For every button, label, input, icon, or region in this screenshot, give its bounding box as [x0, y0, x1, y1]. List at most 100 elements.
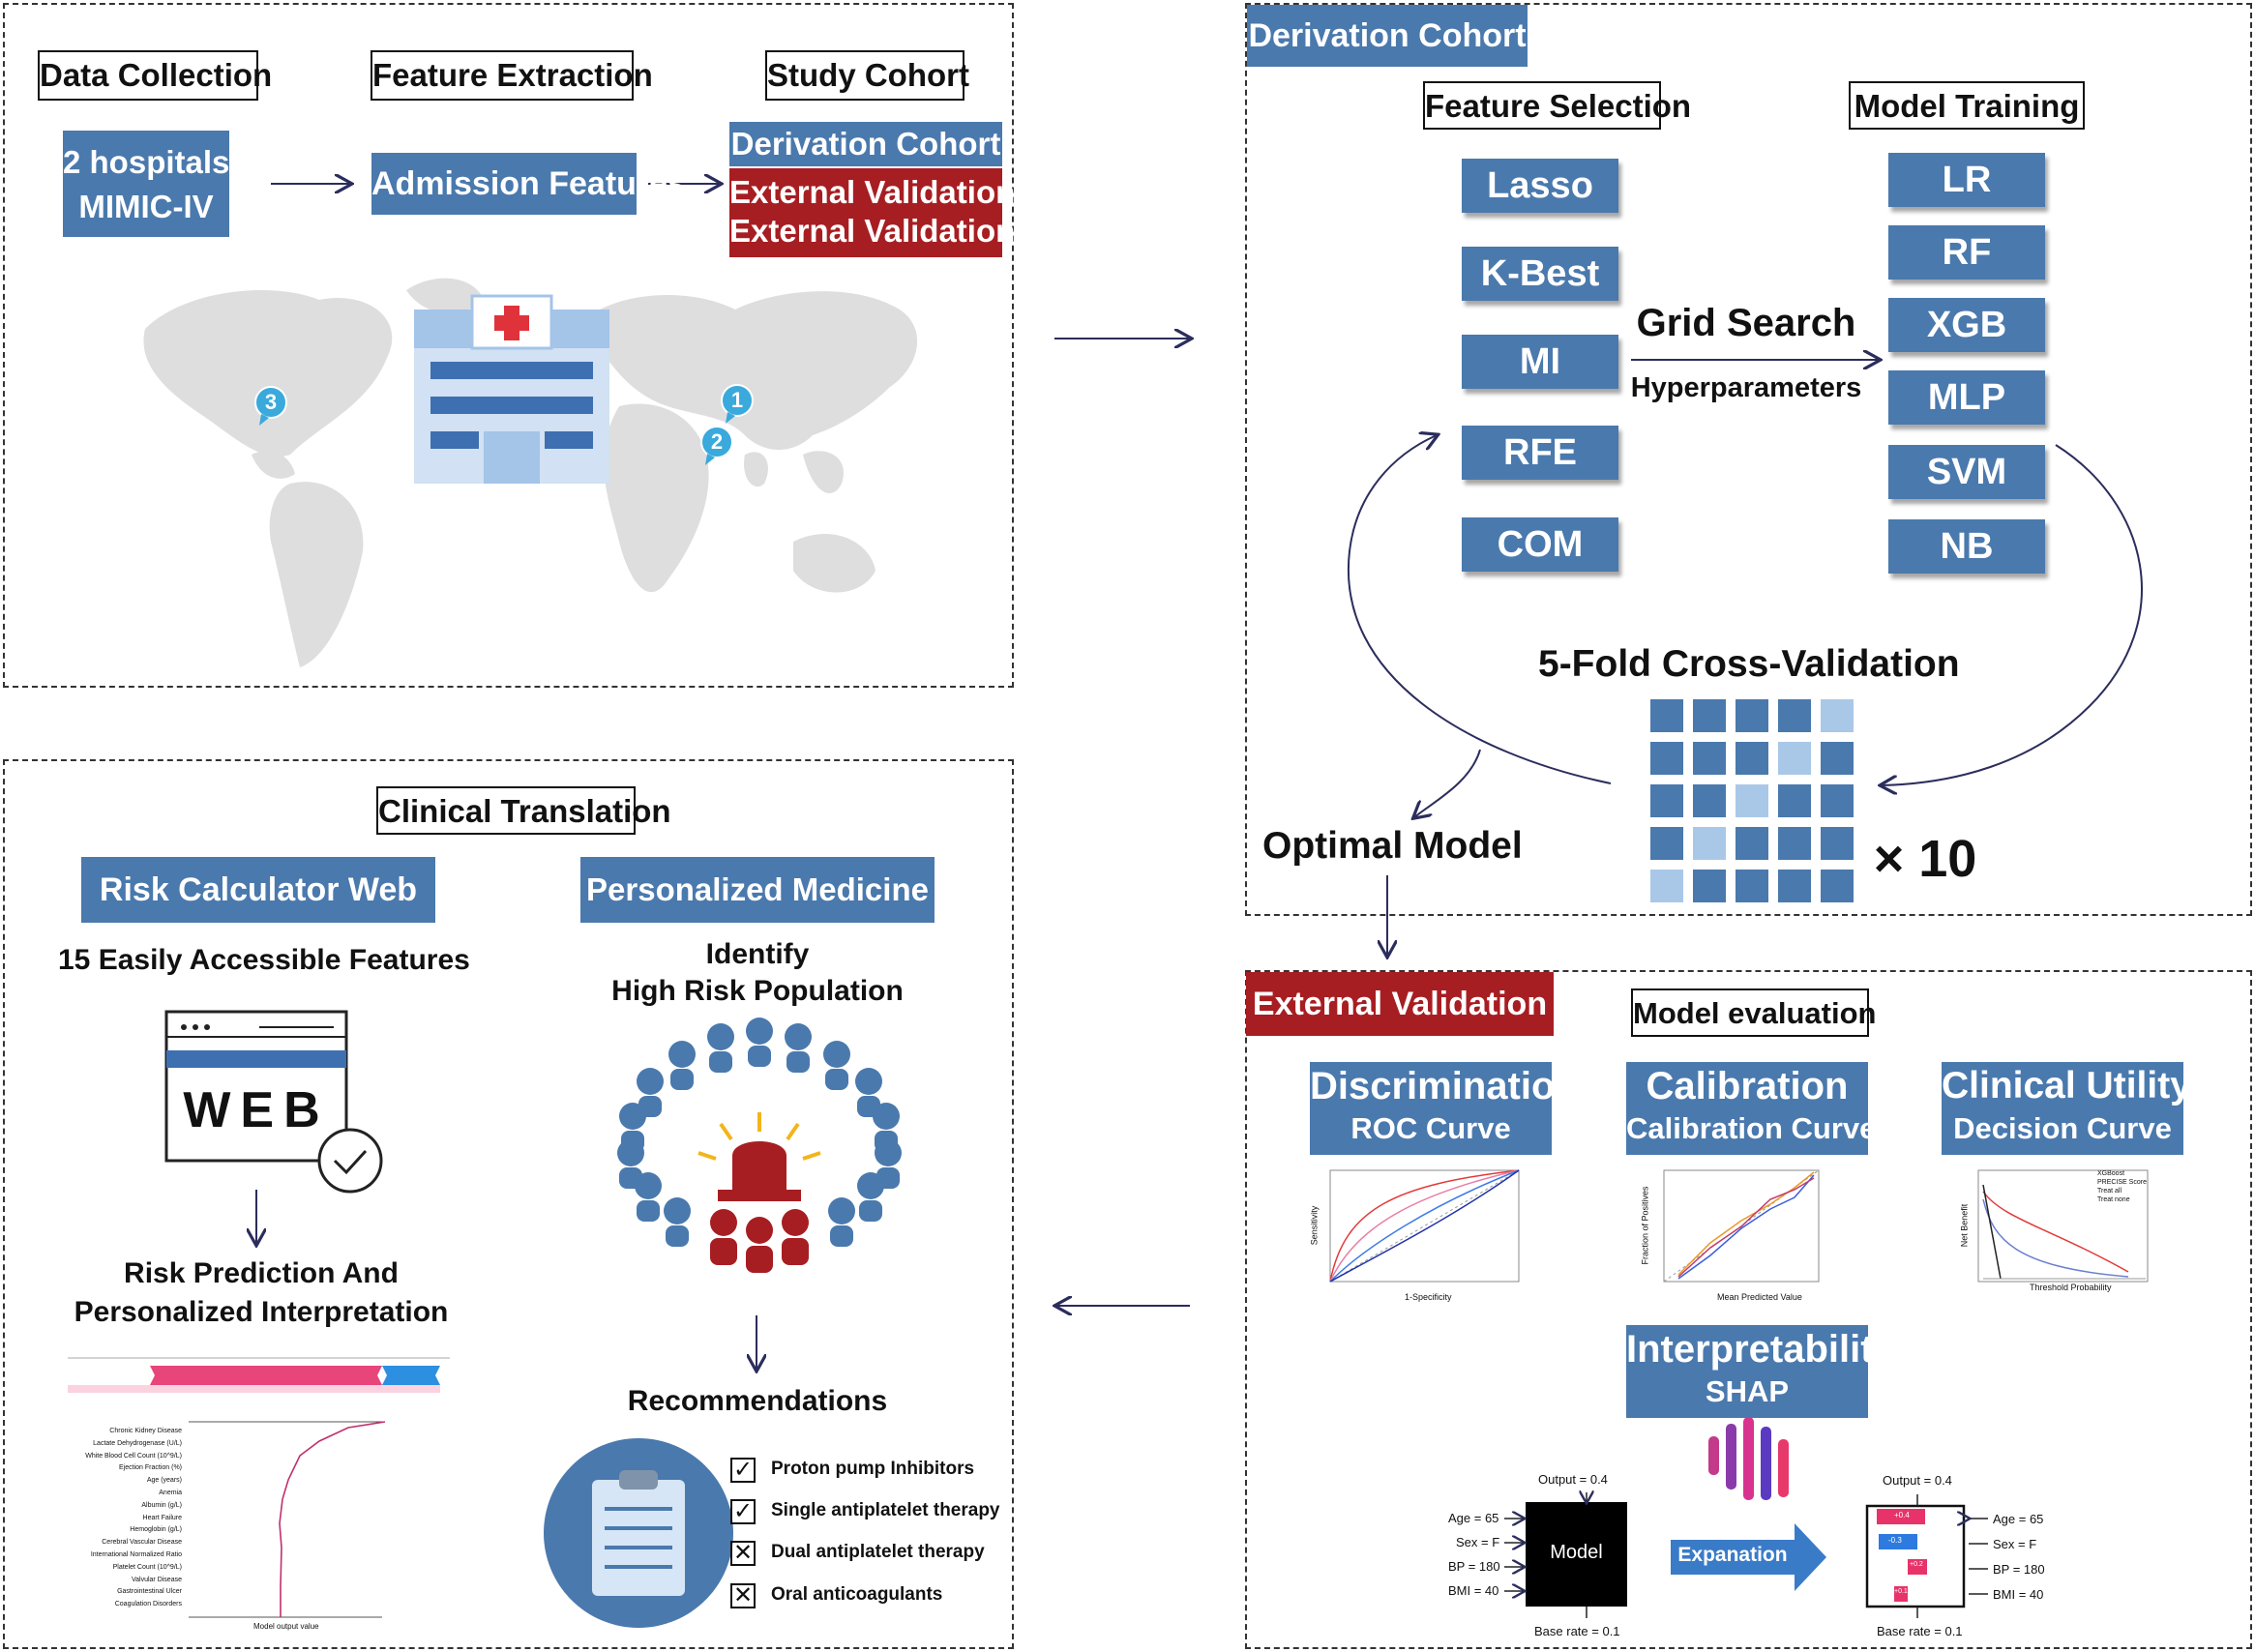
input-age-right: Age = 65: [1993, 1512, 2044, 1526]
shap-decision-plot: [189, 1421, 386, 1618]
roc-chart: [1329, 1169, 1520, 1283]
features-label: 15 Easily Accessible Features: [58, 944, 470, 976]
risk-prediction-line-1: Risk Prediction And: [124, 1257, 399, 1289]
shap-feature-label: International Normalized Ratio: [90, 1551, 182, 1558]
admission-features-box: Admission Features: [371, 153, 686, 215]
dca-legend-4: Treat none: [2097, 1196, 2130, 1203]
cal-xlabel: Mean Predicted Value: [1717, 1292, 1802, 1302]
grid-search-label: Grid Search: [1636, 302, 1856, 344]
external-validation-1: External Validation 1: [729, 174, 1042, 210]
data-collection-panel: [3, 3, 1014, 688]
study-derivation-cohort-box: Derivation Cohort: [729, 122, 1002, 166]
recommendations-title: Recommendations: [627, 1385, 888, 1417]
cv-cell: [1650, 784, 1683, 817]
contribution-bmi: +0.1: [1894, 1588, 1908, 1595]
decision-curve-label: Decision Curve: [1953, 1111, 2172, 1145]
personalized-medicine-box: Personalized Medicine: [580, 857, 935, 923]
cv-cell: [1736, 870, 1768, 902]
discrimination-label: Discrimination: [1310, 1065, 1579, 1107]
sources-line-2: MIMIC-IV: [78, 189, 214, 224]
shap-feature-label: Age (years): [146, 1477, 182, 1485]
roc-curve-label: ROC Curve: [1350, 1111, 1511, 1145]
times-ten-label: × 10: [1873, 830, 1977, 888]
cv-cell: [1736, 742, 1768, 775]
clinical-utility-box: Clinical Utility Decision Curve: [1942, 1062, 2191, 1155]
interpretability-box: Interpretability SHAP: [1626, 1325, 1895, 1418]
cv-cell: [1821, 870, 1854, 902]
shap-feature-label: Ejection Fraction (%): [119, 1464, 182, 1472]
explanation-arrow: [1671, 1523, 1826, 1591]
input-bmi-left: BMI = 40: [1448, 1583, 1499, 1598]
model-box: [1526, 1502, 1627, 1607]
dca-xlabel: Threshold Probability: [2030, 1283, 2112, 1292]
external-validation-box: External Validation 1 External Validatio…: [729, 168, 1042, 257]
input-bp-left: BP = 180: [1448, 1559, 1500, 1574]
dca-legend-2: PRECISE Score: [2097, 1179, 2147, 1186]
checkbox-single-antiplatelet: ✓: [730, 1499, 756, 1524]
input-bp-right: BP = 180: [1993, 1562, 2045, 1577]
data-collection-label: Data Collection: [38, 50, 272, 101]
clinical-translation-label: Clinical Translation: [376, 786, 671, 835]
force-plot: [68, 1357, 450, 1393]
clipboard-icon: [544, 1438, 733, 1628]
model-mlp: MLP: [1888, 370, 2045, 425]
shap-feature-label: Valvular Disease: [131, 1576, 182, 1583]
contribution-age: +0.4: [1894, 1511, 1910, 1519]
interpretability-label: Interpretability: [1626, 1328, 1895, 1371]
shap-feature-label: Lactate Dehydrogenase (U/L): [93, 1439, 182, 1447]
model-nb: NB: [1888, 519, 2045, 574]
shap-feature-label: Coagulation Disorders: [114, 1601, 182, 1608]
external-validation-panel: [1245, 970, 2252, 1649]
cv-cell: [1821, 827, 1854, 860]
map-pin-1-label: 1: [730, 388, 744, 412]
risk-calculator-box: Risk Calculator Web: [81, 857, 435, 923]
optimal-model-label: Optimal Model: [1262, 825, 1523, 867]
map-pin-3-label: 3: [264, 390, 278, 414]
data-sources-box: 2 hospitals MIMIC-IV: [63, 131, 229, 237]
cv-cell: [1693, 699, 1726, 732]
shap-feature-label: Cerebral Vascular Disease: [102, 1539, 182, 1547]
cal-ylabel: Fraction of Positives: [1640, 1186, 1650, 1265]
cv-cell: [1650, 742, 1683, 775]
input-bmi-right: BMI = 40: [1993, 1587, 2044, 1602]
map-pin-2-icon: [700, 426, 733, 465]
model-rf: RF: [1888, 225, 2045, 280]
cv-cell: [1736, 784, 1768, 817]
method-lasso: Lasso: [1462, 159, 1618, 213]
input-sex-left: Sex = F: [1456, 1535, 1500, 1549]
method-rfe: RFE: [1462, 426, 1618, 480]
clinical-utility-label: Clinical Utility: [1942, 1065, 2191, 1106]
explanation-label: Expanation: [1677, 1544, 1788, 1566]
feature-selection-label: Feature Selection: [1423, 81, 1691, 130]
external-validation-2: External Validation 2: [729, 213, 1042, 249]
contribution-sex: -0.3: [1888, 1536, 1902, 1545]
cv-cell: [1693, 827, 1726, 860]
model-xgb: XGB: [1888, 298, 2045, 352]
dca-legend-3: Treat all: [2097, 1188, 2122, 1195]
calibration-chart: [1663, 1169, 1820, 1283]
study-cohort-label: Study Cohort: [765, 50, 969, 101]
shap-feature-label: Gastrointestinal Ulcer: [117, 1588, 182, 1596]
world-map: [143, 278, 918, 667]
clinical-translation-panel: [3, 759, 1014, 1649]
recommendation-ppi: Proton pump Inhibitors: [771, 1459, 975, 1479]
contribution-bp: +0.2: [1910, 1561, 1923, 1568]
method-mi: MI: [1462, 335, 1618, 389]
model-box-label: Model: [1550, 1542, 1603, 1563]
high-risk-population-icon: [617, 1018, 902, 1273]
cv-cell: [1736, 827, 1768, 860]
shap-feature-label: Albumin (g/L): [141, 1501, 182, 1509]
model-training-label: Model Training: [1849, 81, 2085, 130]
checkbox-ppi: ✓: [730, 1458, 756, 1483]
method-com: COM: [1462, 517, 1618, 572]
model-svm: SVM: [1888, 445, 2045, 499]
shap-axis-label: Model output value: [253, 1622, 319, 1631]
shap-feature-label: Anemia: [159, 1490, 182, 1496]
hyperparameters-label: Hyperparameters: [1630, 372, 1862, 403]
cv-cell: [1778, 827, 1811, 860]
map-pin-1-icon: [721, 384, 754, 424]
derivation-cohort-title: Derivation Cohort: [1247, 5, 1528, 67]
web-browser-icon: [164, 1010, 383, 1194]
input-age-left: Age = 65: [1448, 1511, 1499, 1525]
